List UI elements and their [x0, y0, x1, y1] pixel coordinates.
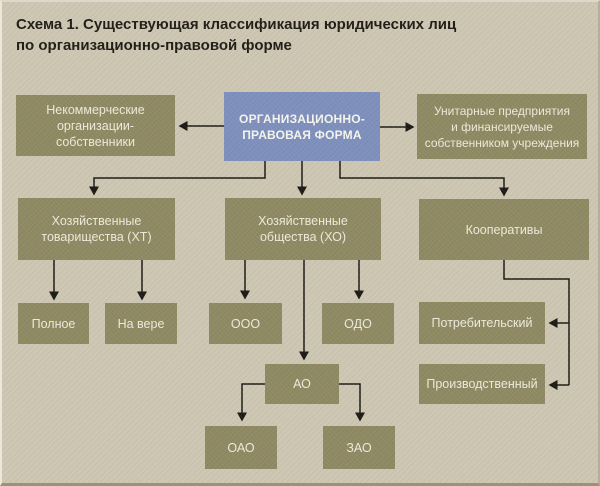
node-zao: ЗАО [323, 426, 395, 469]
node-na-vere: На вере [105, 303, 177, 344]
node-companies-ho: Хозяйственные общества (ХО) [225, 198, 381, 260]
node-production-coop: Производственный [419, 364, 545, 404]
node-opf-root: ОРГАНИЗАЦИОННО- ПРАВОВАЯ ФОРМА [224, 92, 380, 161]
node-cooperatives: Кооперативы [419, 199, 589, 260]
node-odo: ОДО [322, 303, 394, 344]
node-partnerships-ht: Хозяйственные товарищества (ХТ) [18, 198, 175, 260]
node-ooo: ООО [209, 303, 282, 344]
node-full-partnership: Полное [18, 303, 89, 344]
node-consumer-coop: Потребительский [419, 302, 545, 344]
node-ao: АО [265, 364, 339, 404]
node-noncommercial-orgs: Некоммерческие организации- собственники [16, 95, 175, 156]
chart-title: Схема 1. Существующая классификация юрид… [16, 16, 457, 54]
node-oao: ОАО [205, 426, 277, 469]
node-unitary-enterprises: Унитарные предприятия и финансируемые со… [417, 94, 587, 159]
